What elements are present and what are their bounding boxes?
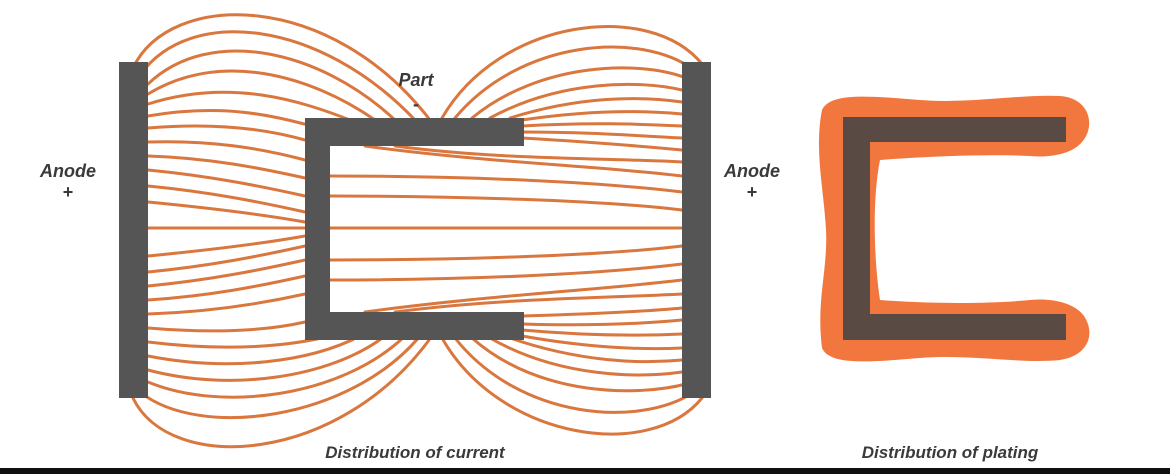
field-line — [363, 144, 684, 178]
field-line — [146, 334, 387, 382]
field-line — [138, 30, 417, 122]
anode-right-label: Anode — [723, 161, 780, 181]
field-line — [520, 334, 684, 351]
field-line — [508, 336, 684, 364]
field-line — [146, 334, 362, 366]
anode-left-label: Anode — [39, 161, 96, 181]
field-line — [146, 320, 307, 333]
field-line — [453, 45, 696, 120]
field-line — [520, 130, 684, 140]
field-line — [520, 122, 684, 128]
field-line — [440, 25, 704, 120]
field-line — [520, 318, 684, 327]
field-line — [146, 274, 307, 302]
field-line — [146, 334, 407, 399]
field-line — [146, 90, 357, 124]
field-line — [146, 69, 377, 122]
field-line — [146, 124, 307, 142]
field-line — [146, 334, 332, 349]
field-line — [470, 336, 688, 393]
field-line — [146, 234, 307, 258]
field-line — [508, 97, 684, 120]
current-field-lines — [131, 13, 704, 449]
part-sign: - — [413, 94, 419, 114]
field-line — [146, 200, 307, 224]
anode-right-sign: + — [747, 182, 758, 202]
field-line — [146, 292, 307, 316]
field-line — [328, 244, 684, 262]
caption-plating: Distribution of plating — [862, 443, 1039, 462]
field-line — [520, 136, 684, 152]
field-line — [520, 306, 684, 318]
left-anode-plate — [119, 62, 148, 398]
field-line — [131, 13, 432, 122]
field-line — [393, 292, 684, 314]
field-line — [520, 110, 684, 122]
field-line — [520, 328, 684, 337]
plated-part-shape — [843, 117, 1066, 340]
field-line — [138, 334, 422, 420]
field-line — [146, 49, 397, 122]
field-line — [146, 258, 307, 288]
field-line — [453, 336, 696, 414]
field-line — [488, 82, 684, 120]
right-anode-plate — [682, 62, 711, 398]
anode-left-sign: + — [63, 182, 74, 202]
field-line — [470, 66, 688, 120]
field-line — [146, 244, 307, 274]
field-line — [328, 194, 684, 212]
part-label: Part — [398, 70, 434, 90]
bottom-border — [0, 468, 1170, 474]
field-line — [146, 184, 307, 214]
field-line — [146, 154, 307, 180]
field-line — [328, 174, 684, 194]
field-line — [131, 334, 434, 449]
field-line — [440, 336, 704, 436]
field-line — [363, 278, 684, 314]
field-line — [328, 262, 684, 282]
caption-current: Distribution of current — [325, 443, 506, 462]
part-cathode-shape — [305, 118, 524, 340]
field-line — [146, 168, 307, 198]
field-line — [488, 336, 684, 377]
field-line — [393, 144, 684, 164]
field-line — [146, 140, 307, 162]
